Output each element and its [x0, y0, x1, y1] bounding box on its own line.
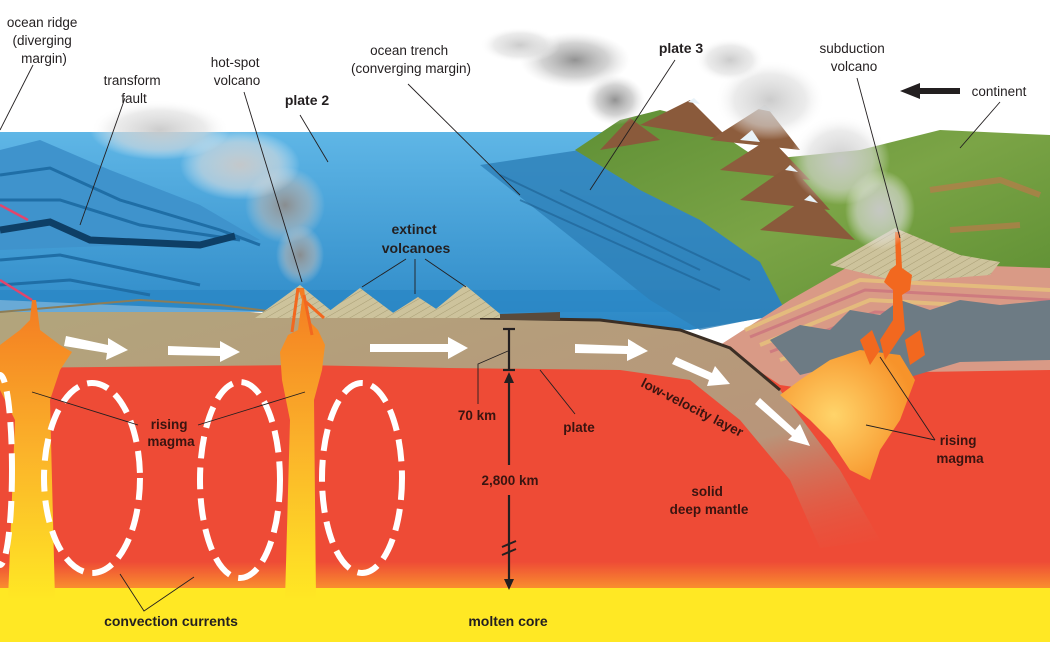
plate-flow-arrows	[64, 336, 810, 446]
ocean-ridge-relief	[0, 140, 261, 302]
label-plate-3: plate 3	[659, 40, 704, 56]
label-extinct-volcanoes: extinct volcanoes	[382, 221, 451, 256]
label-hot-spot-volcano: hot-spot volcano	[211, 55, 264, 88]
right-arrow-icon	[672, 357, 730, 386]
molten-core	[0, 588, 1050, 642]
dashed-loop-arrow-icon	[41, 380, 143, 576]
label-rising-magma-left: rising magma	[147, 417, 195, 449]
subduction-magma-blob	[780, 350, 915, 480]
right-arrow-icon	[370, 337, 468, 359]
label-rising-magma-right: rising magma	[936, 433, 984, 466]
hot-spot-plume	[280, 288, 325, 600]
dashed-loop-arrow-icon	[319, 380, 405, 576]
label-2800-km: 2,800 km	[481, 473, 538, 488]
label-ocean-trench: ocean trench (converging margin)	[351, 43, 471, 76]
volcano-smoke	[90, 27, 915, 285]
dashed-loop-arrow-icon	[0, 372, 15, 568]
label-solid-deep-mantle: solid deep mantle	[670, 484, 749, 517]
label-plate: plate	[563, 420, 595, 435]
convection-currents	[0, 372, 405, 581]
right-arrow-icon	[575, 339, 648, 361]
label-plate-2: plate 2	[285, 92, 330, 108]
subduction-magma-conduit	[880, 232, 912, 360]
leader-lines	[0, 59, 1001, 612]
label-ocean-ridge: ocean ridge (diverging margin)	[7, 15, 81, 66]
double-headed-arrow-icon	[501, 372, 517, 590]
right-arrow-icon	[64, 336, 128, 360]
extinct-volcanoes	[320, 285, 505, 318]
ridge-plume	[0, 300, 72, 600]
label-70-km: 70 km	[458, 408, 496, 423]
right-arrow-icon	[168, 341, 240, 362]
label-subduction-volcano: subduction volcano	[819, 41, 888, 74]
right-arrow-icon	[755, 398, 810, 446]
depth-scale	[501, 327, 517, 590]
label-molten-core: molten core	[468, 613, 548, 629]
oceanic-plate	[0, 312, 880, 548]
label-continent: continent	[972, 84, 1027, 99]
left-arrow-icon	[900, 83, 960, 99]
dashed-loop-arrow-icon	[197, 379, 283, 581]
label-convection-currents: convection currents	[104, 613, 238, 629]
label-transform-fault: transform fault	[104, 73, 165, 106]
